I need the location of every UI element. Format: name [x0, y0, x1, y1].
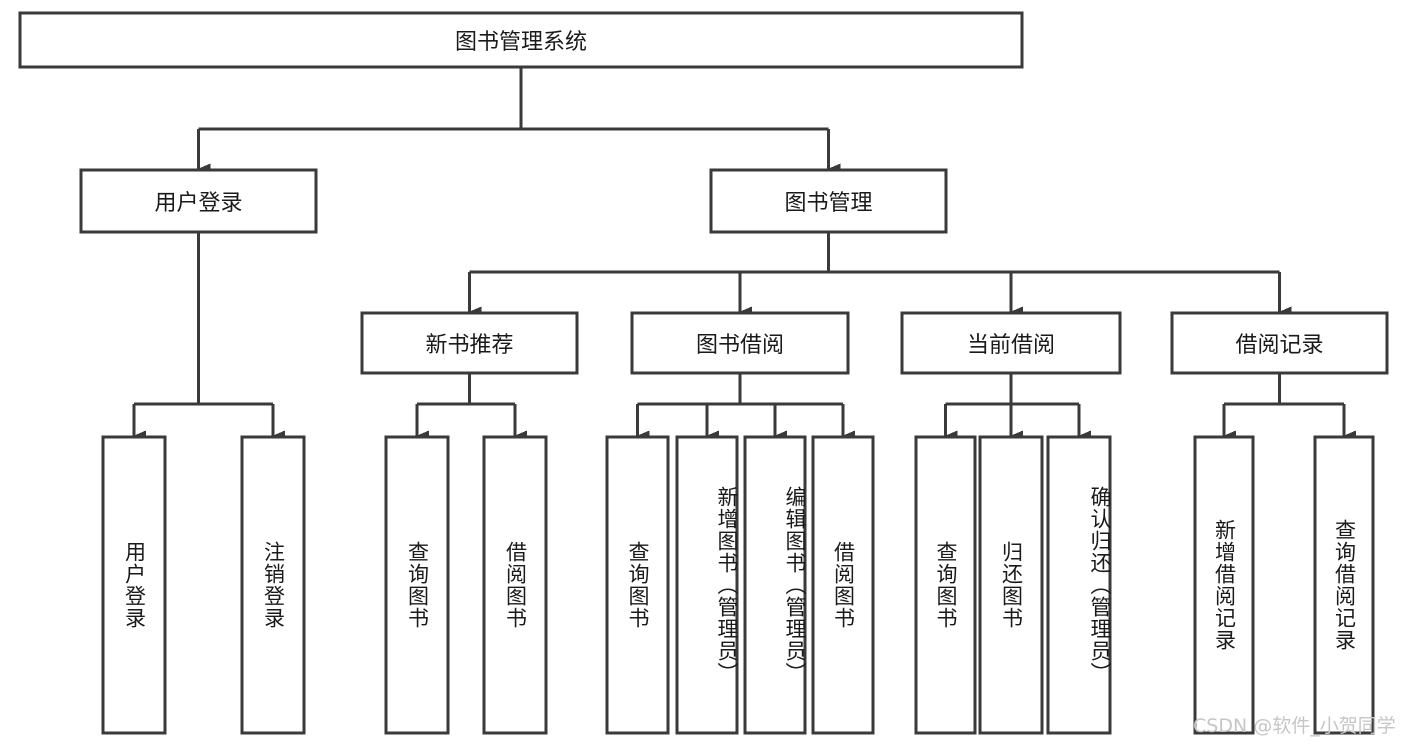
node-box-current-borrow[interactable]: [900, 311, 1122, 375]
node-box-br-query-record[interactable]: [1313, 435, 1375, 735]
box-layer: [18, 11, 1389, 735]
node-box-cb-return-book[interactable]: [978, 435, 1044, 735]
connector-layer: [132, 67, 1356, 442]
node-box-bb-add-book[interactable]: [675, 435, 739, 735]
node-box-bb-edit-book[interactable]: [743, 435, 807, 735]
node-box-bb-query-book[interactable]: [605, 435, 670, 735]
node-box-borrow-record[interactable]: [1170, 311, 1389, 375]
node-box-user-login-do[interactable]: [101, 435, 167, 735]
node-box-user-logout[interactable]: [240, 435, 306, 735]
node-box-br-add-record[interactable]: [1193, 435, 1255, 735]
node-box-cb-confirm-return[interactable]: [1046, 435, 1112, 735]
node-box-nbr-borrow-book[interactable]: [482, 435, 548, 735]
node-box-user-login[interactable]: [79, 168, 318, 234]
node-box-new-book-recommend[interactable]: [360, 311, 579, 375]
node-box-root[interactable]: [18, 11, 1024, 69]
node-box-book-management[interactable]: [709, 168, 948, 234]
node-box-nbr-query-book[interactable]: [384, 435, 450, 735]
node-box-cb-query-book[interactable]: [914, 435, 977, 735]
node-box-bb-borrow-book[interactable]: [811, 435, 875, 735]
node-box-book-borrow[interactable]: [630, 311, 850, 375]
